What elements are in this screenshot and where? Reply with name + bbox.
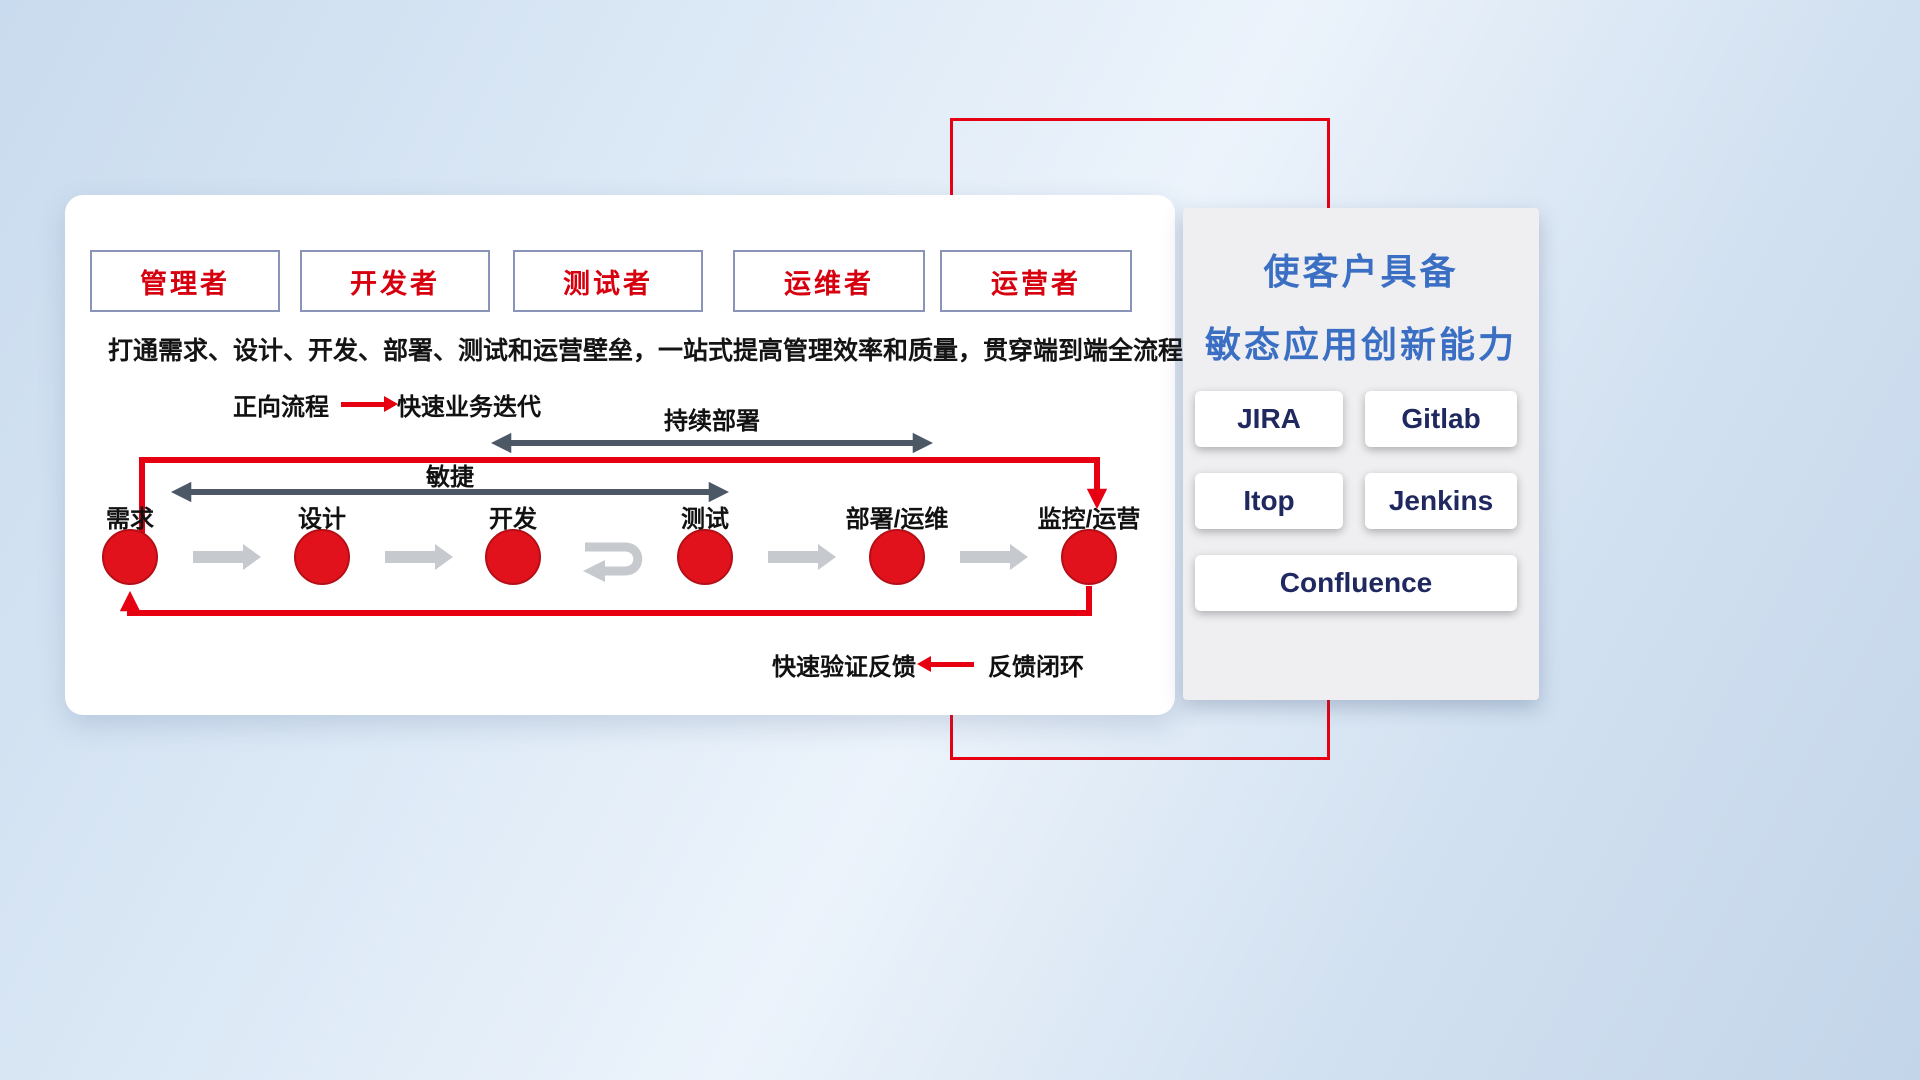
stage-label-deploy-ops: 部署/运维 [845, 506, 949, 533]
feedback-arrow-icon [917, 656, 974, 672]
stage-arrow [385, 544, 453, 570]
capability-panel: 使客户具备 敏态应用创新能力 JIRA Gitlab Itop Jenkins … [1183, 208, 1539, 700]
card-description: 打通需求、设计、开发、部署、测试和运营壁垒，一站式提高管理效率和质量，贯穿端到端… [108, 337, 1184, 365]
stage-node-circle [1061, 529, 1117, 585]
panel-title-line1: 使客户具备 [1263, 251, 1459, 292]
stage-arrow [960, 544, 1028, 570]
role-box-manager: 管理者 [90, 250, 280, 312]
tool-chip-gitlab: Gitlab [1365, 391, 1517, 447]
continuous-deployment-label: 持续部署 [664, 408, 760, 435]
forward-loop-line [139, 457, 1108, 533]
stage-node-circle [869, 529, 925, 585]
stage-label-develop: 开发 [489, 506, 537, 533]
role-label: 开发者 [350, 268, 440, 299]
devops-flow-card: 管理者 开发者 测试者 运维者 运营者 打通需求、设计、开发、部署、测试和运营壁… [65, 195, 1184, 715]
role-box-tester: 测试者 [513, 250, 703, 312]
role-label: 运维者 [784, 268, 874, 299]
stage-arrow [193, 544, 261, 570]
tool-chip-jenkins: Jenkins [1365, 473, 1517, 529]
forward-arrow-icon [341, 396, 398, 412]
flow-diagram-svg [102, 432, 1117, 616]
stage-label-monitor: 监控/运营 [1037, 506, 1141, 533]
feedback-legend: 快速验证反馈 反馈闭环 [772, 647, 1084, 682]
feedback-loop-line [119, 586, 1092, 616]
panel-title-line2: 敏态应用创新能力 [1204, 324, 1517, 365]
role-label: 运营者 [991, 268, 1081, 299]
feedback-legend-label: 快速验证反馈 [772, 654, 916, 681]
stage-arrow [768, 544, 836, 570]
role-label: 测试者 [563, 268, 653, 299]
stage-node-circle [294, 529, 350, 585]
stage-node-circle [485, 529, 541, 585]
role-box-developer: 开发者 [300, 250, 490, 312]
stage-label-test: 测试 [681, 506, 729, 533]
stage-node-circle [677, 529, 733, 585]
role-box-operator: 运营者 [940, 250, 1132, 312]
stage-node-circle [102, 529, 158, 585]
stage-label-design: 设计 [298, 506, 346, 533]
tool-chip-jira: JIRA [1195, 391, 1343, 447]
role-label: 管理者 [140, 268, 230, 299]
role-box-ops: 运维者 [733, 250, 925, 312]
iteration-loop-icon [583, 542, 643, 582]
feedback-legend-value: 反馈闭环 [988, 654, 1084, 681]
forward-legend-label: 正向流程 [233, 394, 329, 421]
forward-legend-value: 快速业务迭代 [397, 394, 541, 421]
stage-label-requirement: 需求 [106, 506, 154, 533]
tool-chip-itop: Itop [1195, 473, 1343, 529]
forward-flow-legend: 正向流程 快速业务迭代 [233, 387, 541, 422]
tool-chip-confluence: Confluence [1195, 555, 1517, 611]
